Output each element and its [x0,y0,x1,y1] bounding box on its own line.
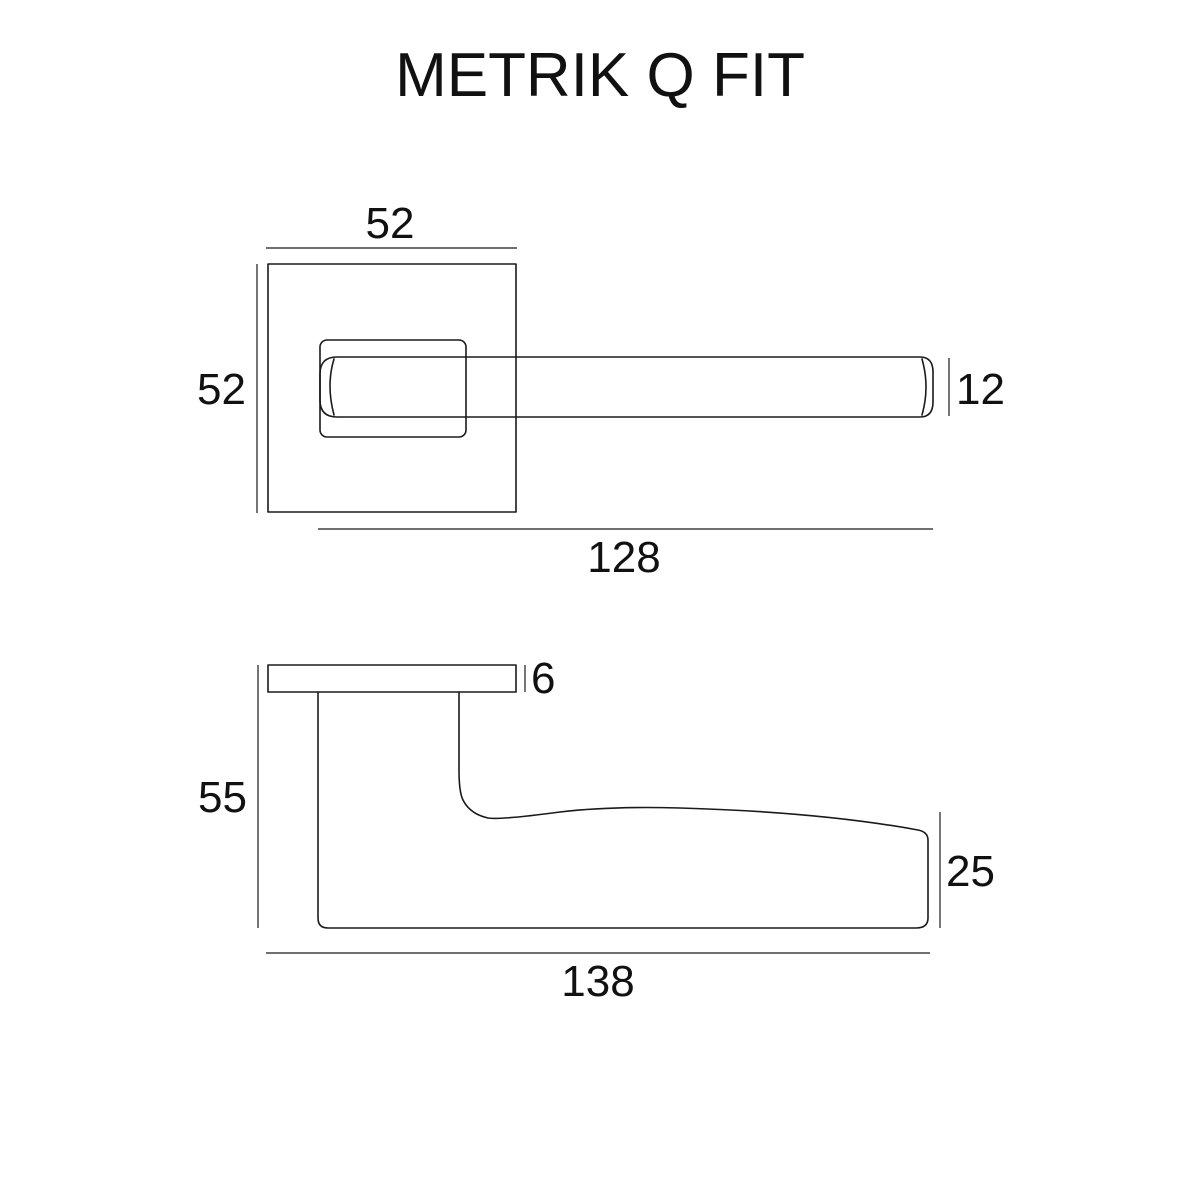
lever-end-facet [921,358,927,416]
rose-plate-side [267,664,517,693]
dim-rose-height: 52 [197,365,246,414]
dim-rose-thickness: 6 [531,654,555,703]
dim-projection: 55 [198,773,247,822]
dim-rose-width: 52 [366,199,415,248]
drawing-title: METRIK Q FIT [395,41,805,110]
lever-neck-facet [329,358,335,416]
lever-base-plate [319,339,467,438]
lever-profile [317,691,929,929]
dim-lever-thickness: 12 [956,365,1005,414]
rose-square [267,263,517,513]
dim-grip-height: 25 [946,847,995,896]
top-view: 52 52 12 128 [197,199,1005,582]
side-view: 6 55 25 138 [198,654,995,1006]
dim-overall-length-top: 128 [587,533,660,582]
dim-overall-length-side: 138 [561,957,634,1006]
lever-body [319,356,934,418]
